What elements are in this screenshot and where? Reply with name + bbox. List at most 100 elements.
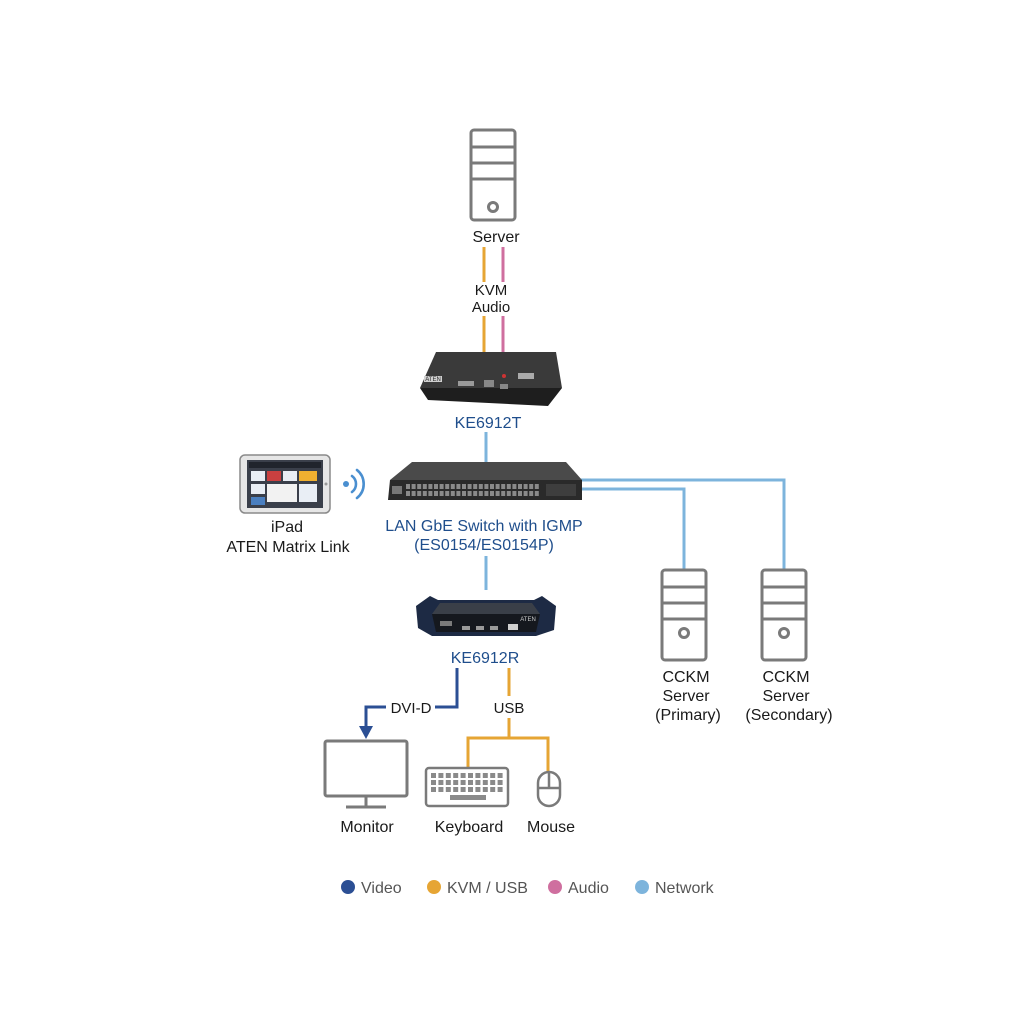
keyboard-node: Keyboard — [424, 766, 510, 836]
switch-port — [512, 484, 517, 489]
usb-branch-mouse — [509, 736, 550, 772]
cckm-secondary-line3: (Secondary) — [745, 707, 832, 724]
keyboard-key — [438, 780, 444, 785]
switch-port — [523, 484, 528, 489]
keyboard-key — [490, 773, 496, 778]
switch-port — [417, 484, 422, 489]
keyboard-key — [468, 780, 473, 785]
keyboard-key — [438, 773, 444, 778]
keyboard-key — [431, 780, 436, 785]
legend-item-network: Network — [635, 880, 715, 897]
legend-item-kvm-usb: KVM / USB — [427, 880, 528, 897]
switch-port — [478, 491, 483, 496]
cckm-primary-line1: CCKM — [662, 669, 709, 686]
keyboard-key — [475, 787, 481, 792]
legend-swatch-network — [635, 880, 649, 894]
transmitter-label: KE6912T — [455, 415, 522, 432]
switch-port — [411, 484, 416, 489]
switch-port — [506, 491, 511, 496]
switch-port — [462, 484, 466, 489]
legend-item-video: Video — [341, 880, 402, 897]
legend-label-audio: Audio — [568, 880, 609, 897]
switch-port — [484, 484, 489, 489]
receiver-device-icon: ATEN — [416, 596, 556, 636]
keyboard-key — [431, 773, 436, 778]
switch-port — [406, 484, 410, 489]
keyboard-key — [445, 780, 451, 785]
server-node: Server — [469, 128, 520, 246]
switch-port — [428, 484, 433, 489]
switch-port — [473, 491, 478, 496]
keyboard-key — [482, 773, 488, 778]
legend-label-network: Network — [655, 880, 715, 897]
keyboard-key — [445, 773, 451, 778]
switch-port — [439, 484, 444, 489]
switch-port — [518, 491, 522, 496]
cckm-server-secondary: CCKM Server (Secondary) — [745, 568, 833, 724]
switch-port — [495, 484, 500, 489]
keyboard-key — [490, 780, 496, 785]
cckm-server-primary: CCKM Server (Primary) — [655, 568, 721, 724]
lan-switch: LAN GbE Switch with IGMP (ES0154/ES0154P… — [385, 462, 583, 554]
legend-label-kvm-usb: KVM / USB — [447, 880, 528, 897]
keyboard-key — [445, 787, 451, 792]
switch-port — [490, 484, 494, 489]
keyboard-label: Keyboard — [435, 819, 504, 836]
switch-port — [422, 491, 427, 496]
legend: Video KVM / USB Audio Network — [341, 880, 715, 897]
legend-item-audio: Audio — [548, 880, 609, 897]
cckm-primary-line3: (Primary) — [655, 707, 721, 724]
keyboard-key — [431, 787, 436, 792]
ke6912r-receiver: ATEN KE6912R — [416, 596, 556, 667]
receiver-label: KE6912R — [451, 650, 520, 667]
video-line-dvi-left — [364, 705, 386, 728]
server-link-label-kvm: KVM — [475, 282, 508, 299]
keyboard-key — [490, 787, 496, 792]
keyboard-key — [438, 787, 444, 792]
server-tower-icon — [660, 568, 708, 662]
video-arrow-head — [359, 726, 373, 739]
ipad-node: iPad ATEN Matrix Link — [226, 454, 365, 556]
server-link-label-audio: Audio — [472, 299, 510, 316]
usb-label: USB — [494, 700, 525, 717]
switch-port — [467, 484, 472, 489]
keyboard-key — [475, 773, 481, 778]
switch-port — [439, 491, 444, 496]
keyboard-key — [468, 773, 473, 778]
switch-port — [490, 491, 494, 496]
switch-port — [422, 484, 427, 489]
switch-port — [411, 491, 416, 496]
keyboard-key — [460, 787, 466, 792]
switch-port — [467, 491, 472, 496]
keyboard-key — [497, 780, 503, 785]
mouse-icon — [536, 770, 562, 808]
ipad-label-line2: ATEN Matrix Link — [226, 539, 350, 556]
keyboard-key — [482, 780, 488, 785]
server-label: Server — [472, 229, 520, 246]
switch-label-line2: (ES0154/ES0154P) — [414, 537, 554, 554]
keyboard-key — [468, 787, 473, 792]
network-line-switch-cckm-secondary — [572, 478, 786, 570]
legend-label-video: Video — [361, 880, 402, 897]
switch-port — [445, 491, 450, 496]
switch-port — [478, 484, 483, 489]
mouse-node: Mouse — [527, 770, 575, 836]
cckm-secondary-line1: CCKM — [762, 669, 809, 686]
switch-port — [434, 484, 438, 489]
switch-port — [523, 491, 528, 496]
switch-port — [445, 484, 450, 489]
switch-port — [456, 491, 461, 496]
legend-swatch-audio — [548, 880, 562, 894]
keyboard-key — [453, 780, 459, 785]
switch-port — [434, 491, 438, 496]
switch-port — [529, 484, 534, 489]
server-tower-icon — [469, 128, 517, 222]
network-switch-icon — [388, 462, 582, 500]
legend-swatch-kvm-usb — [427, 880, 441, 894]
switch-port — [512, 491, 517, 496]
switch-label-line1: LAN GbE Switch with IGMP — [385, 518, 582, 535]
receiver-brand-text: ATEN — [520, 617, 536, 623]
switch-port — [534, 491, 539, 496]
usb-branch-keyboard — [466, 736, 509, 768]
